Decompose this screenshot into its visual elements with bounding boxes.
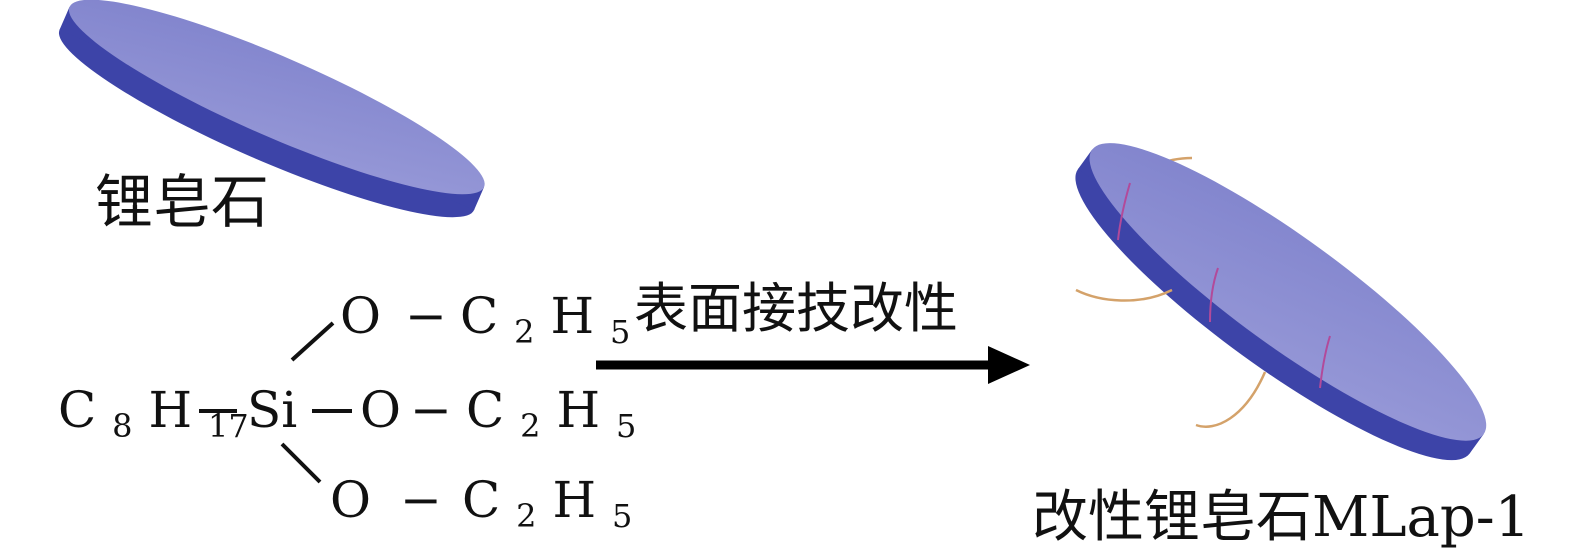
- silane-molecule: O − C 2 H 5 C 8 H 17 Si O − C 2 H 5 O: [58, 287, 636, 539]
- reaction-arrow: [596, 346, 1030, 384]
- graft-chain: [1075, 288, 1173, 302]
- graft-chain: [1209, 267, 1219, 323]
- graft-chain: [1195, 371, 1267, 428]
- arrow-head: [988, 346, 1030, 384]
- graft-chain: [1319, 335, 1331, 389]
- laponite-label: 锂皂石: [95, 168, 269, 236]
- ethoxy-upper: O − C 2 H 5: [340, 287, 630, 355]
- modified-disc: [1075, 143, 1487, 461]
- laponite-disc: [58, 0, 485, 218]
- alkyl-chain: C 8 H 17: [58, 381, 249, 449]
- bond-upper: [290, 321, 335, 362]
- process-label: 表面接技改性: [634, 277, 958, 340]
- ethoxy-middle: O − C 2 H 5: [360, 381, 636, 449]
- modified-laponite-label: 改性锂皂石MLap-1: [1032, 485, 1530, 550]
- laponite-disc-top: [68, 0, 485, 195]
- bond-lower: [280, 442, 322, 484]
- modified-disc-top: [1089, 143, 1487, 441]
- ethoxy-lower: O − C 2 H 5: [330, 471, 632, 539]
- modified-laponite: [1075, 143, 1487, 461]
- graft-chain: [1117, 182, 1131, 241]
- silicon-atom: Si: [247, 381, 297, 439]
